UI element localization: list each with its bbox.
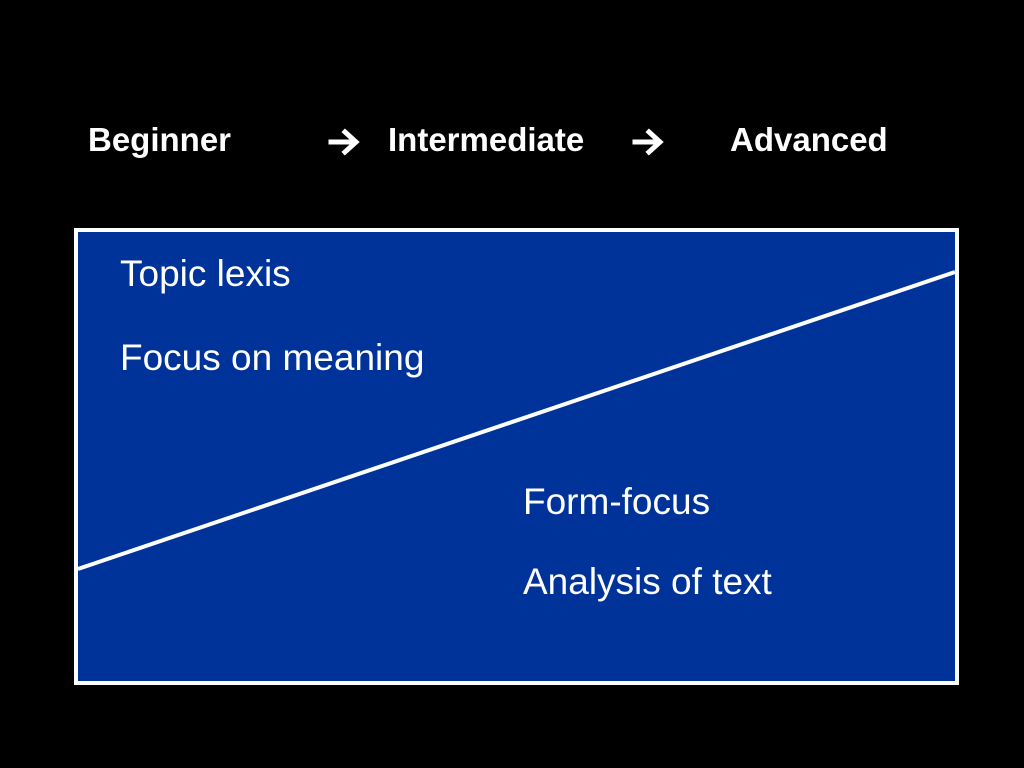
upper-item-topic-lexis: Topic lexis [120, 253, 291, 294]
lower-item-analysis-of-text: Analysis of text [523, 561, 772, 602]
stage-advanced: Advanced [730, 121, 888, 158]
lower-item-form-focus: Form-focus [523, 481, 711, 522]
right-arrow-icon [328, 128, 360, 156]
focus-panel: Topic lexis Focus on meaning Form-focus … [74, 228, 959, 685]
upper-item-focus-on-meaning: Focus on meaning [120, 337, 425, 378]
right-arrow-icon [632, 128, 664, 156]
diagonal-divider [78, 270, 955, 571]
stage-beginner: Beginner [88, 121, 232, 158]
stage-intermediate: Intermediate [388, 121, 585, 158]
